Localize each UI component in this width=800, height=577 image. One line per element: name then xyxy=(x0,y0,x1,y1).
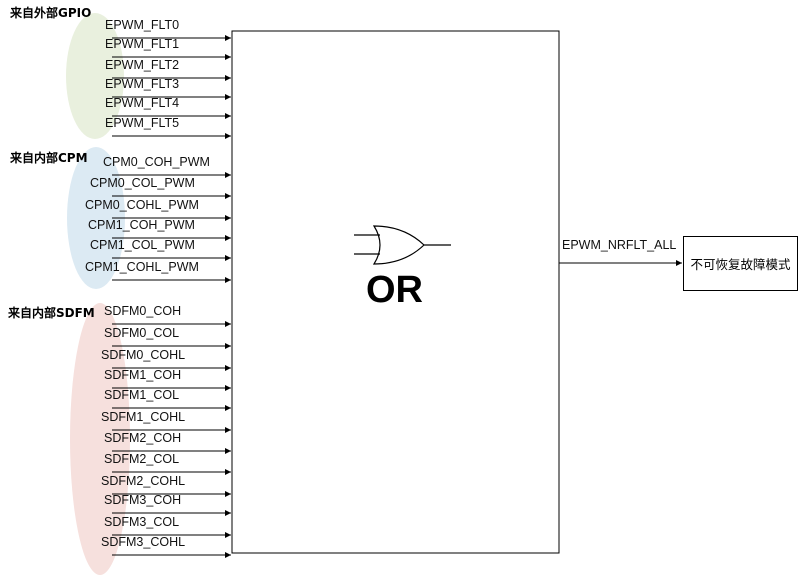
cpm-group-ellipse xyxy=(67,147,125,289)
input-signal-label: SDFM2_COHL xyxy=(101,474,186,488)
input-signal-label: SDFM2_COH xyxy=(104,431,182,445)
input-signal-label: EPWM_FLT4 xyxy=(105,96,180,110)
input-signal-label: EPWM_FLT2 xyxy=(105,58,180,72)
input-signal-label: CPM0_COHL_PWM xyxy=(85,198,199,212)
input-signal-label: SDFM0_COHL xyxy=(101,348,186,362)
input-signal-label: EPWM_FLT5 xyxy=(105,116,180,130)
unrecoverable-fault-mode-box: 不可恢复故障模式 xyxy=(683,236,798,291)
output-signal-label: EPWM_NRFLT_ALL xyxy=(562,238,677,252)
sdfm-group-ellipse xyxy=(70,303,130,575)
input-signal-label: EPWM_FLT3 xyxy=(105,77,180,91)
input-signal-label: CPM0_COH_PWM xyxy=(103,155,210,169)
input-signal-label: SDFM0_COL xyxy=(104,326,180,340)
or-gate-icon xyxy=(354,225,451,265)
input-signal-label: SDFM3_COL xyxy=(104,515,180,529)
input-signal-label: CPM1_COL_PWM xyxy=(90,238,195,252)
input-signal-label: CPM0_COL_PWM xyxy=(90,176,195,190)
input-signal-label: SDFM1_COL xyxy=(104,388,180,402)
or-block xyxy=(231,30,560,554)
sdfm-group-title: 来自内部SDFM xyxy=(8,306,95,320)
gpio-group-ellipse xyxy=(66,13,124,139)
input-signal-label: CPM1_COH_PWM xyxy=(88,218,195,232)
gpio-group-title: 来自外部GPIO xyxy=(10,6,92,20)
fault-mode-label: 不可恢复故障模式 xyxy=(690,257,791,272)
input-signal-label: SDFM3_COH xyxy=(104,493,182,507)
input-signal-label: EPWM_FLT0 xyxy=(105,18,180,32)
input-signal-label: CPM1_COHL_PWM xyxy=(85,260,199,274)
input-signal-label: SDFM0_COH xyxy=(104,304,182,318)
input-signal-label: SDFM2_COL xyxy=(104,452,180,466)
input-signal-label: SDFM3_COHL xyxy=(101,535,186,549)
input-signal-label: SDFM1_COH xyxy=(104,368,182,382)
input-signal-label: EPWM_FLT1 xyxy=(105,37,180,51)
input-signal-label: SDFM1_COHL xyxy=(101,410,186,424)
or-label: OR xyxy=(366,269,423,311)
cpm-group-title: 来自内部CPM xyxy=(10,151,88,165)
